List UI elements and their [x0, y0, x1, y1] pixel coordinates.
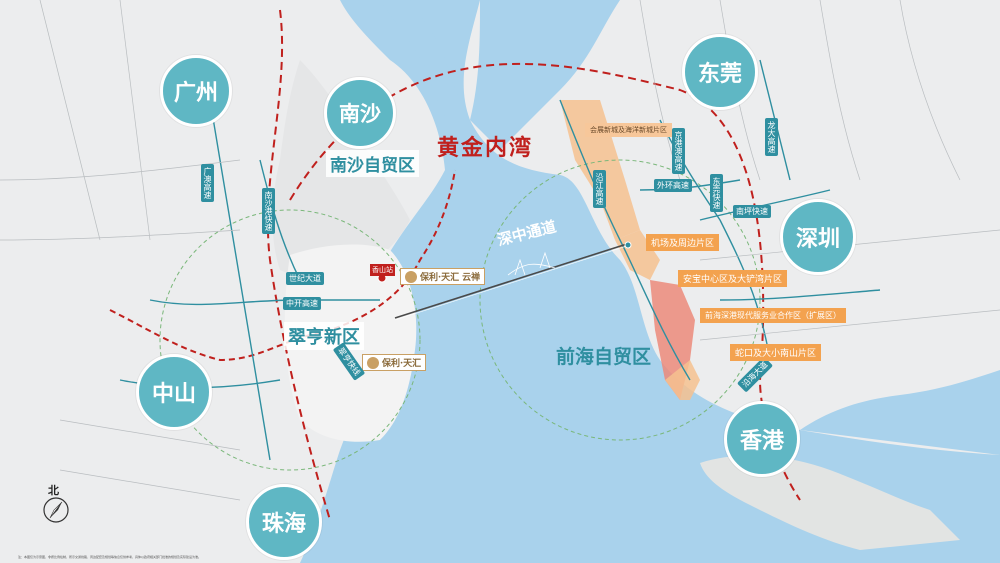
brand-logo-icon	[367, 356, 379, 369]
road-longda: 龙大高速	[765, 118, 778, 156]
zone-tag-qianhai-coop: 前海深港现代服务业合作区（扩展区）	[700, 308, 846, 323]
zone-tag-huizhan: 会展新城及海洋新城片区	[585, 123, 672, 137]
hk-water	[800, 370, 1000, 455]
brand-logo-icon	[405, 270, 417, 283]
station-tag-xiangshan: 香山站	[370, 264, 395, 276]
road-nanping: 南坪快速	[733, 205, 771, 218]
river-upper	[380, 0, 480, 150]
road-coastal: 沿江高速	[593, 170, 606, 208]
city-hongkong: 香港	[724, 401, 800, 477]
lingdingyang	[470, 0, 620, 150]
city-nansha: 南沙	[324, 77, 396, 149]
bridge-pylons	[507, 251, 556, 276]
road-guangao: 广澳高速	[201, 164, 214, 202]
station-shenzhen-airport	[624, 241, 632, 249]
city-guangzhou: 广州	[160, 55, 232, 127]
label-qianhai-ftz: 前海自贸区	[556, 346, 652, 368]
brand-suffix: 云禅	[462, 273, 481, 283]
hk-land	[700, 455, 960, 550]
north-arrow-icon	[43, 497, 69, 523]
footnote: 注：本图仅为示意图，非按比例绘制，所示交通线路、周边配套及规划等信息仅供参考，具…	[18, 555, 202, 559]
city-shenzhen: 深圳	[780, 199, 856, 275]
label-nansha-ftz: 南沙自贸区	[326, 150, 419, 177]
road-nansha-port: 南沙港快速	[262, 188, 275, 234]
brand-tag-secondary[interactable]: 保利·天汇	[362, 354, 427, 371]
brand-name: 保利·天汇	[382, 359, 422, 369]
radius-circle-east	[479, 159, 761, 441]
shenzhong-bridge-line	[394, 242, 631, 319]
city-zhuhai: 珠海	[246, 484, 322, 560]
road-zhongkai: 中开高速	[283, 297, 321, 310]
radius-circle-west	[159, 209, 421, 471]
road-jingang: 京港澳高速	[672, 128, 685, 174]
zone-tag-shekou: 蛇口及大小南山片区	[730, 344, 822, 361]
label-cuiheng: 翠亨新区	[284, 322, 364, 350]
zone-tag-airport: 机场及周边片区	[646, 234, 720, 251]
road-century: 世纪大道	[286, 272, 324, 285]
city-zhongshan: 中山	[136, 354, 212, 430]
brand-tag-main[interactable]: 保利·天汇 云禅	[400, 268, 486, 285]
zone-shekou	[665, 360, 700, 400]
city-dongguan: 东莞	[682, 34, 758, 110]
road-dongguan-fast: 东莞快速	[710, 174, 723, 212]
north-label: 北	[48, 484, 59, 497]
label-golden-bay: 黄金内湾	[437, 136, 534, 161]
zone-tag-anbao: 安宝中心区及大铲湾片区	[678, 270, 788, 287]
brand-name: 保利·天汇	[420, 273, 460, 283]
road-outer-ring: 外环高速	[654, 179, 692, 192]
